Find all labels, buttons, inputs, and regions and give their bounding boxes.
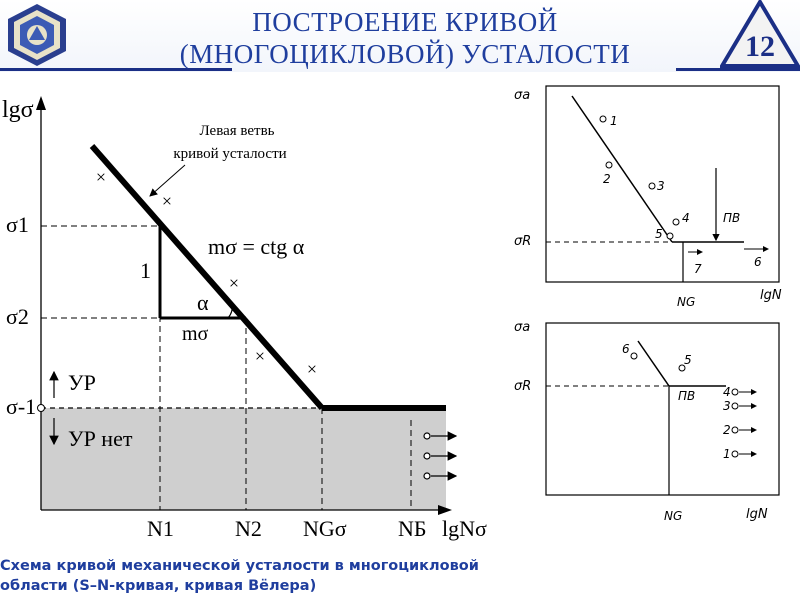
y-axis-arrow	[36, 96, 46, 110]
slide-number: 12	[745, 30, 775, 63]
ng-label: NG	[677, 295, 695, 309]
figure-caption: Схема кривой механической усталости в мн…	[0, 556, 800, 596]
point-label-2: 2	[723, 423, 731, 437]
point-label-4: 4	[723, 385, 731, 399]
curve-branch	[637, 340, 670, 387]
page-title: ПОСТРОЕНИЕ КРИВОЙ (МНОГОЦИКЛОВОЙ) УСТАЛО…	[110, 6, 700, 70]
limit-marker	[37, 404, 45, 412]
point-label-3: 3	[657, 179, 665, 193]
caption-line-2: области (S–N-кривая, кривая Вёлера)	[0, 578, 317, 594]
callout-line-1: Левая ветвь	[199, 123, 274, 139]
runout-points	[423, 431, 458, 481]
slope-formula: mσ = ctg α	[208, 234, 305, 259]
point-label-6: 6	[622, 342, 630, 356]
data-points	[599, 115, 680, 240]
header-divider-left	[0, 68, 232, 71]
university-emblem-icon	[8, 4, 66, 66]
svg-text:×: ×	[229, 273, 239, 293]
callout-line-2: кривой усталости	[173, 146, 286, 162]
angle-arc	[227, 302, 233, 319]
caption-line-1: Схема кривой механической усталости в мн…	[0, 558, 479, 574]
angle-label: α	[197, 290, 209, 315]
no-damage-zone	[41, 408, 446, 510]
bottom-right-diagram: σa σR ПВ 6 5 4 3 2 1 NG lgN	[514, 320, 780, 523]
runout-arrows	[739, 389, 757, 457]
tick-nb: NБ	[398, 516, 427, 541]
title-line-1: ПОСТРОЕНИЕ КРИВОЙ	[252, 7, 558, 37]
x-axis-label: lgNσ	[442, 516, 487, 541]
triangle-leg-one: 1	[140, 258, 151, 283]
point-label-3: 3	[723, 399, 731, 413]
svg-text:×: ×	[307, 359, 317, 379]
top-right-diagram: σa σR ПВ 1 2 3 4 5 6 7 NG lgN	[514, 85, 782, 309]
main-fatigue-diagram: lgσ lgNσ × × × × × Левая ветвь кривой ус…	[2, 96, 487, 541]
point-label-6: 6	[754, 255, 762, 269]
curve-branch	[571, 95, 673, 243]
pv-label: ПВ	[678, 389, 695, 403]
callout-arrow	[149, 164, 186, 197]
left-branch	[89, 144, 325, 410]
point-label-1: 1	[723, 447, 731, 461]
sigma-minus1-label: σ-1	[6, 394, 36, 419]
frame	[545, 85, 780, 283]
ng-label: NG	[664, 509, 682, 523]
point-label-4: 4	[682, 211, 690, 225]
pv-label: ПВ	[723, 211, 740, 225]
slide-number-badge: 12	[720, 0, 800, 68]
data-points	[630, 352, 739, 458]
title-line-2: (МНОГОЦИКЛОВОЙ) УСТАЛОСТИ	[179, 39, 631, 69]
tick-n2: N2	[235, 516, 262, 541]
sigma1-label: σ1	[6, 212, 29, 237]
y-label: σa	[514, 320, 530, 335]
point-label-1: 1	[610, 114, 618, 128]
y-label: σa	[514, 88, 530, 103]
point-label-7: 7	[694, 262, 702, 276]
header-band	[0, 0, 800, 72]
sigma-r-label: σR	[514, 379, 531, 394]
zone-above-label: УР	[68, 370, 96, 395]
point-label-2: 2	[603, 172, 611, 186]
triangle-leg-m: mσ	[182, 323, 209, 345]
x-label: lgN	[760, 288, 782, 303]
x-axis-arrow	[438, 505, 452, 515]
test-points: × × × × ×	[96, 167, 317, 379]
tick-ng: NGσ	[303, 516, 347, 541]
frame	[545, 322, 780, 496]
svg-text:×: ×	[96, 167, 106, 187]
x-label: lgN	[746, 507, 768, 522]
tick-n1: N1	[147, 516, 174, 541]
zone-below-label: УР нет	[68, 426, 133, 451]
svg-text:×: ×	[255, 346, 265, 366]
y-axis-label: lgσ	[2, 97, 34, 123]
point-label-5: 5	[684, 353, 692, 367]
guide-lines	[41, 225, 412, 510]
point-label-5: 5	[655, 227, 663, 241]
sigma-r-label: σR	[514, 234, 531, 249]
header-divider-right	[676, 68, 800, 71]
svg-text:×: ×	[162, 191, 172, 211]
sigma2-label: σ2	[6, 304, 29, 329]
